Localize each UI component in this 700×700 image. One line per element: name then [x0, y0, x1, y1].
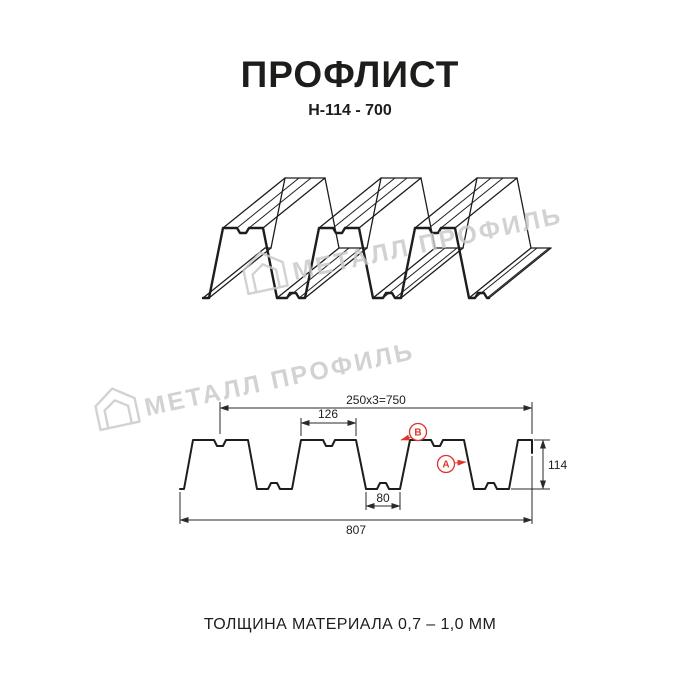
- profile-3d-drawing: [201, 177, 552, 300]
- dimension-lines: [179, 402, 550, 524]
- dimension-overall-width: 807: [346, 523, 366, 537]
- callout-a-label: А: [442, 460, 449, 471]
- cross-section-profile: [179, 439, 533, 490]
- callout-b: В: [400, 422, 428, 442]
- material-thickness-note: ТОЛЩИНА МАТЕРИАЛА 0,7 – 1,0 ММ: [203, 616, 497, 633]
- profile-cross-section-drawing: 250x3=750 126 80 807 114 В А: [179, 393, 567, 537]
- callout-a: А: [436, 454, 467, 474]
- dimension-top-total: 250x3=750: [346, 393, 406, 407]
- callout-b-label: В: [414, 428, 421, 439]
- stiffener-groove-lines: [236, 177, 550, 299]
- page-title: ПРОФЛИСТ: [240, 54, 460, 95]
- dimension-valley-width: 80: [376, 491, 390, 505]
- profile-code: Н-114 - 700: [308, 102, 392, 119]
- dimension-height: 114: [548, 458, 567, 472]
- sheet-edges: [202, 177, 552, 299]
- front-cut-profile: [201, 226, 491, 300]
- dimension-flange-width: 126: [318, 407, 338, 421]
- metal-profil-logo-icon: [94, 387, 141, 432]
